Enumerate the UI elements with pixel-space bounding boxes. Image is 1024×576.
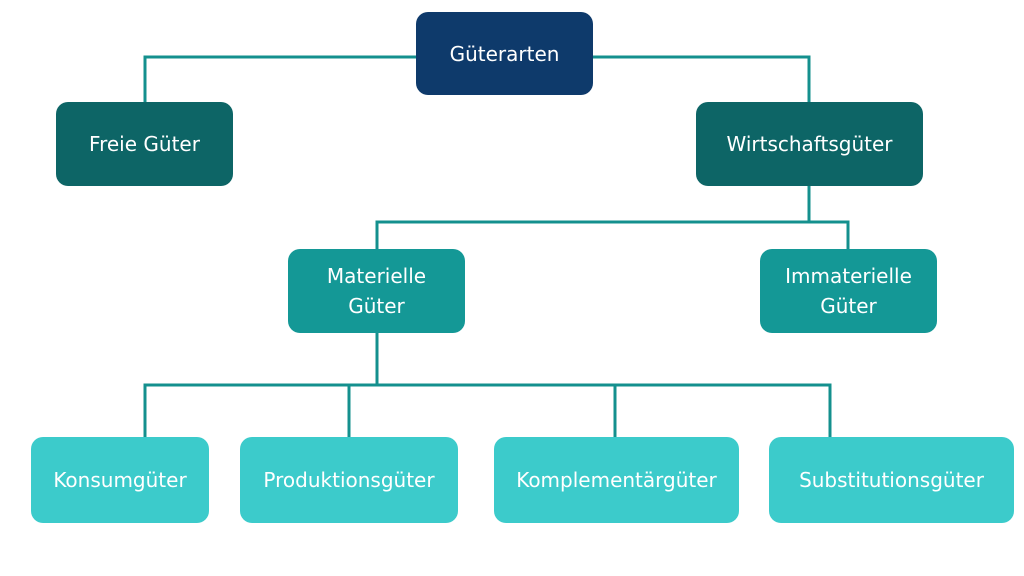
node-freie-gueter: Freie Güter <box>56 102 233 186</box>
node-gueterarten: Güterarten <box>416 12 593 95</box>
node-materielle-gueter: Materielle Güter <box>288 249 465 333</box>
connector-material-branch <box>143 383 832 437</box>
node-materielle-gueter-line1: Materielle <box>326 264 427 288</box>
node-gueterarten-label: Güterarten <box>449 41 560 66</box>
node-produktionsgueter: Produktionsgüter <box>240 437 458 523</box>
node-immaterielle-gueter-line1: Immaterielle <box>785 264 912 288</box>
node-substitutionsgueter-label: Substitutionsgüter <box>799 468 984 492</box>
node-wirtschaftsgueter-label: Wirtschaftsgüter <box>726 132 893 156</box>
connector-root-economic <box>593 55 811 102</box>
node-immaterielle-gueter-line2: Güter <box>820 294 877 318</box>
node-komplementaergueter-label: Komplementärgüter <box>516 468 717 492</box>
node-komplementaergueter: Komplementärgüter <box>494 437 739 523</box>
node-materielle-gueter-line2: Güter <box>348 294 405 318</box>
node-konsumgueter-label: Konsumgüter <box>53 468 187 492</box>
connector-economic-branch <box>375 220 850 249</box>
node-produktionsgueter-label: Produktionsgüter <box>263 468 435 492</box>
node-wirtschaftsgueter: Wirtschaftsgüter <box>696 102 923 186</box>
node-konsumgueter: Konsumgüter <box>31 437 209 523</box>
connector-root-free <box>143 55 416 102</box>
node-immaterielle-gueter: Immaterielle Güter <box>760 249 937 333</box>
node-substitutionsgueter: Substitutionsgüter <box>769 437 1014 523</box>
node-freie-gueter-label: Freie Güter <box>89 132 200 156</box>
